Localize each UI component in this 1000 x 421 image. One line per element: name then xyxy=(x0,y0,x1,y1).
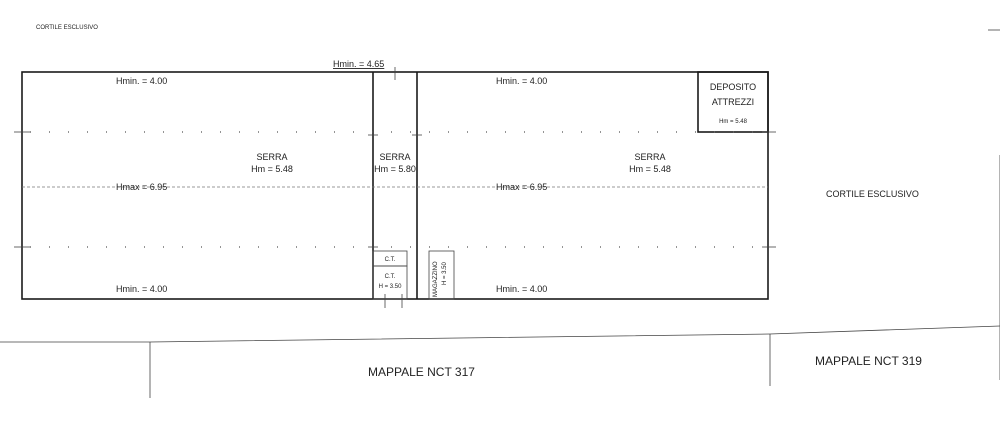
cortile-label-right: CORTILE ESCLUSIVO xyxy=(826,189,919,199)
serra-center-label: SERRA xyxy=(379,152,410,162)
hmax-label-right: Hmax = 6.95 xyxy=(496,182,547,192)
deposito-height-label: Hm = 5.48 xyxy=(719,119,748,125)
ct-height-label: H = 3.50 xyxy=(379,284,403,290)
hmax-label-left: Hmax = 6.95 xyxy=(116,182,167,192)
hmin-label-bottom-right: Hmin. = 4.00 xyxy=(496,284,547,294)
serra-left-height: Hm = 5.48 xyxy=(251,164,293,174)
magazzino-room xyxy=(428,250,455,300)
property-boundary xyxy=(0,325,1000,343)
hmin-label-top-right: Hmin. = 4.00 xyxy=(496,76,547,86)
cortile-label-top: CORTILE ESCLUSIVO xyxy=(36,25,98,31)
hmin-label-bottom-left: Hmin. = 4.00 xyxy=(116,284,167,294)
deposito-label-line2: ATTREZZI xyxy=(712,97,754,107)
magazzino-label: MAGAZZINO xyxy=(433,261,439,297)
mappale-319-label: MAPPALE NCT 319 xyxy=(815,354,922,368)
mappale-317-label: MAPPALE NCT 317 xyxy=(368,365,475,379)
ct-room xyxy=(372,265,408,300)
serra-center-height: Hm = 5.80 xyxy=(374,164,416,174)
serra-right-height: Hm = 5.48 xyxy=(629,164,671,174)
deposito-label-line1: DEPOSITO xyxy=(710,82,756,92)
hmin-label-top-left: Hmin. = 4.00 xyxy=(116,76,167,86)
hmin-label-top-center: Hmin. = 4.65 xyxy=(333,59,384,69)
serra-left-label: SERRA xyxy=(256,152,287,162)
magazzino-height-label: H = 3.50 xyxy=(442,261,448,285)
ct-label: C.T. xyxy=(385,274,396,280)
serra-right-label: SERRA xyxy=(634,152,665,162)
ct-label-small: C.T. xyxy=(385,257,396,263)
